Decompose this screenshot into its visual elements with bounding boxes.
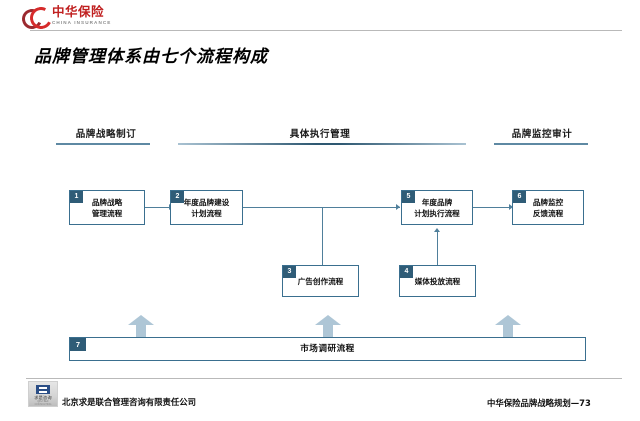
arrow-into-5-bottom bbox=[434, 228, 440, 232]
logo-chinese-name: 中华保险 bbox=[52, 4, 105, 20]
process-box-6-label: 品牌监控 反馈流程 bbox=[532, 197, 564, 218]
process-box-4[interactable]: 4 媒体投放流程 bbox=[399, 265, 476, 297]
connector-4-to-5 bbox=[437, 230, 438, 265]
process-box-6-number: 6 bbox=[513, 191, 526, 203]
process-box-6[interactable]: 6 品牌监控 反馈流程 bbox=[512, 190, 584, 225]
consultancy-logo-mark-icon bbox=[36, 385, 50, 394]
block-arrow-right bbox=[495, 315, 521, 337]
process-box-7-label: 市场调研流程 bbox=[300, 343, 355, 354]
process-box-3[interactable]: 3 广告创作流程 bbox=[282, 265, 359, 297]
section-header-execution: 具体执行管理 bbox=[289, 129, 351, 140]
section-rule-audit bbox=[494, 143, 588, 145]
consultancy-logo: 求是咨询 QIU SHI CONSULTING bbox=[28, 381, 58, 407]
logo-cc-icon bbox=[19, 3, 55, 32]
process-box-2[interactable]: 2 年度品牌建设 计划流程 bbox=[170, 190, 243, 225]
header-divider bbox=[30, 30, 622, 31]
process-box-1-number: 1 bbox=[70, 191, 83, 203]
process-box-3-label: 广告创作流程 bbox=[297, 276, 344, 286]
block-arrow-left bbox=[128, 315, 154, 337]
process-box-3-number: 3 bbox=[283, 266, 296, 278]
arrow-into-6 bbox=[509, 204, 513, 210]
process-box-4-label: 媒体投放流程 bbox=[414, 276, 461, 286]
process-box-5-label: 年度品牌 计划执行流程 bbox=[414, 197, 460, 218]
page-title: 品牌管理体系由七个流程构成 bbox=[34, 47, 268, 67]
connector-2-to-5 bbox=[243, 207, 400, 208]
company-logo: 中华保险 CHINA INSURANCE bbox=[19, 3, 152, 32]
section-header-strategy: 品牌战略制订 bbox=[75, 129, 137, 140]
footer-page-note: 中华保险品牌战略规划—73 bbox=[487, 398, 591, 408]
process-box-1[interactable]: 1 品牌战略 管理流程 bbox=[69, 190, 145, 225]
consultancy-logo-en2: CONSULTING bbox=[34, 403, 52, 406]
process-box-1-label: 品牌战略 管理流程 bbox=[91, 197, 123, 218]
process-box-5-number: 5 bbox=[402, 191, 415, 203]
section-header-audit: 品牌监控审计 bbox=[511, 129, 573, 140]
footer-divider bbox=[26, 378, 622, 379]
connector-5-to-6 bbox=[473, 207, 511, 208]
section-rule-execution bbox=[178, 143, 466, 145]
arrow-into-5-left bbox=[396, 204, 400, 210]
process-box-2-label: 年度品牌建设 计划流程 bbox=[183, 197, 230, 218]
section-rule-strategy bbox=[56, 143, 150, 145]
process-box-4-number: 4 bbox=[400, 266, 413, 278]
connector-1-to-2 bbox=[145, 207, 170, 208]
process-box-5[interactable]: 5 年度品牌 计划执行流程 bbox=[401, 190, 473, 225]
logo-english-name: CHINA INSURANCE bbox=[52, 19, 112, 25]
process-box-7[interactable]: 7 市场调研流程 bbox=[69, 337, 586, 361]
consultancy-logo-en: QIU SHI bbox=[37, 400, 49, 403]
consultancy-logo-cn: 求是咨询 bbox=[34, 395, 52, 400]
process-box-2-number: 2 bbox=[171, 191, 184, 203]
footer-company-name: 北京求是联合管理咨询有限责任公司 bbox=[62, 397, 196, 407]
connector-trunk-to-3 bbox=[322, 207, 323, 265]
block-arrow-center bbox=[315, 315, 341, 337]
process-box-7-number: 7 bbox=[70, 338, 86, 351]
